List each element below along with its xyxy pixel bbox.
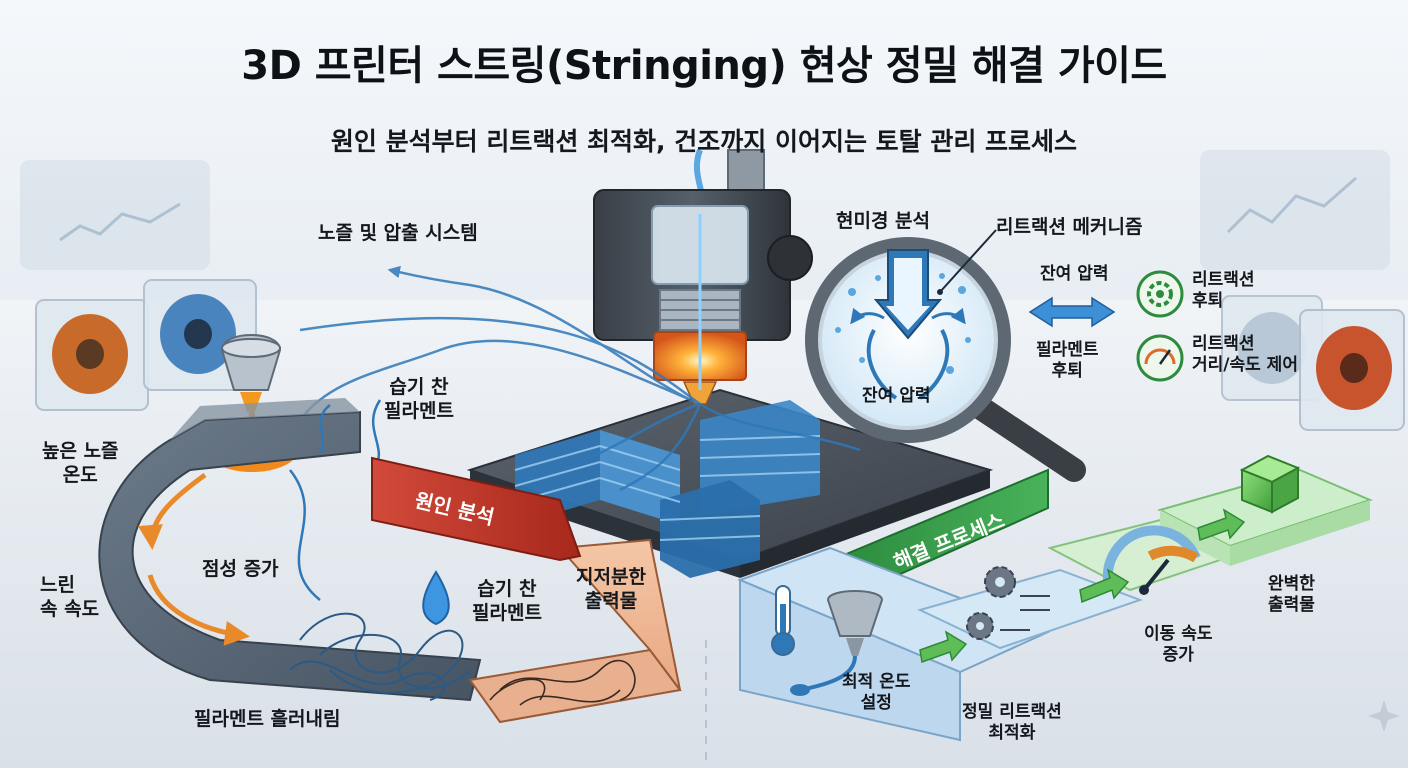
sparkle-icon [1368, 700, 1400, 732]
gears-icon [966, 566, 1050, 640]
label-wet-filament: 습기 찬 필라멘트 [472, 578, 542, 624]
label-optimal-temp: 최적 온도 설정 [842, 672, 911, 714]
magnifier [805, 229, 1086, 482]
label-travel-speed: 이동 속도 증가 [1144, 624, 1213, 666]
label-residual-pressure-lens: 잔여 압력 [862, 386, 931, 406]
label-messy-print: 지저분한 출력물 [576, 566, 646, 612]
label-microscope: 현미경 분석 [836, 210, 931, 232]
page-subtitle: 원인 분석부터 리트랙션 최적화, 건조까지 이어지는 토탈 관리 프로세스 [330, 127, 1078, 156]
label-residual-pressure: 잔여 압력 [1040, 264, 1109, 284]
label-retraction-control: 리트랙션 거리/속도 제어 [1192, 334, 1298, 376]
process-flow-arrows [919, 508, 1246, 664]
label-retraction-retreat: 리트랙션 후퇴 [1192, 270, 1255, 312]
page-title: 3D 프린터 스트링(Stringing) 현상 정밀 해결 가이드 [241, 43, 1167, 89]
label-retraction-mechanism: 리트랙션 메커니즘 [996, 216, 1143, 238]
thermometer-icon [771, 585, 795, 656]
water-drop-icon [422, 570, 450, 626]
right-wall-chart [1226, 176, 1357, 234]
spool-box-right-2 [1299, 309, 1405, 431]
printer-head [593, 148, 813, 405]
label-viscosity: 점성 증가 [202, 558, 279, 580]
back-wall-panel-left [20, 160, 210, 270]
speedometer-icon [1102, 525, 1201, 595]
label-filament-ooze: 필라멘트 흘러내림 [194, 708, 341, 730]
label-precise-retraction: 정밀 리트랙션 최적화 [962, 702, 1062, 744]
messy-print-block [468, 538, 682, 724]
gauge-icon [1136, 334, 1184, 382]
filament-strings [299, 265, 861, 492]
track-band [98, 398, 482, 702]
gear-retract-icon [1136, 270, 1184, 318]
back-wall-panel-right [1200, 150, 1390, 270]
tangled-strings [289, 612, 471, 701]
label-high-temp: 높은 노즐 온도 [42, 440, 119, 486]
pressure-double-arrow [1028, 296, 1116, 328]
label-nozzle-system: 노즐 및 압출 시스템 [318, 222, 478, 244]
hot-nozzle [220, 334, 282, 412]
cause-banner [371, 456, 582, 562]
label-wet-filament-top: 습기 찬 필라멘트 [384, 376, 454, 422]
label-perfect-print: 완벽한 출력물 [1268, 574, 1315, 616]
orange-arrow-sweep [147, 574, 250, 646]
perfect-cube-icon [1239, 454, 1301, 514]
orange-arrow-down [137, 472, 207, 550]
step-nozzle-icon [790, 590, 884, 696]
label-slow-speed: 느린 속 속도 [40, 574, 100, 620]
label-filament-retract: 필라멘트 후퇴 [1036, 340, 1099, 382]
spool-box-left-1 [35, 299, 149, 411]
spool-box-right-1 [1221, 295, 1323, 401]
left-wall-chart [59, 202, 181, 242]
